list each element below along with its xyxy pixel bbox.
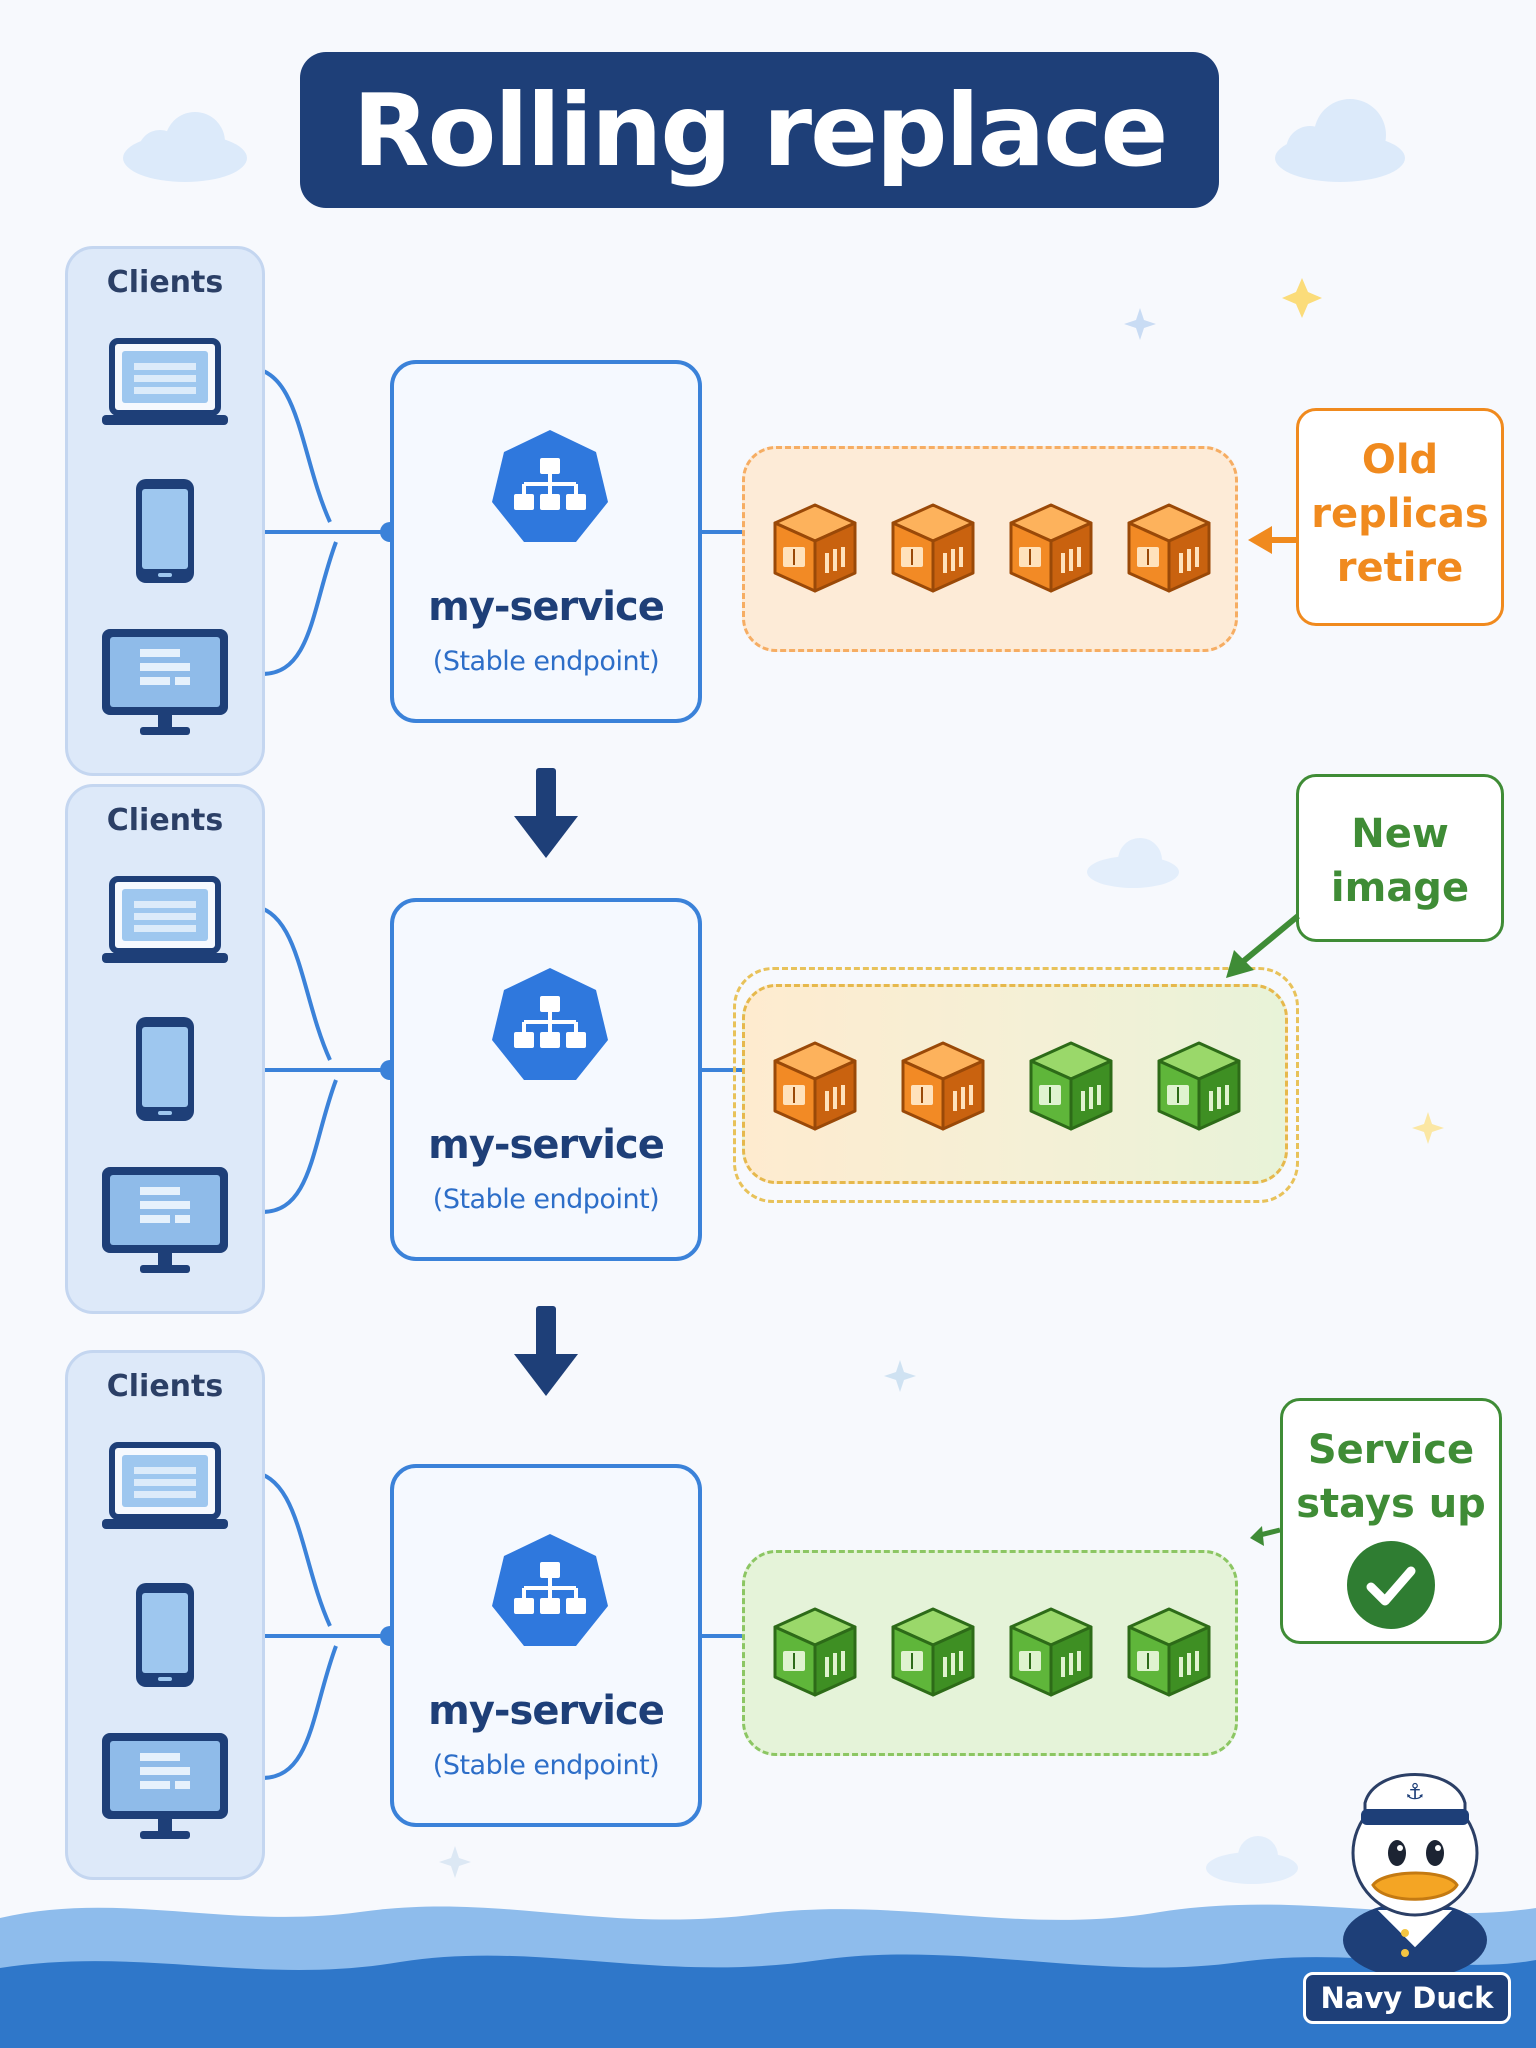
kubernetes-service-icon bbox=[492, 1534, 608, 1646]
replica-pod-new-icon bbox=[1127, 1607, 1211, 1697]
down-arrow-icon bbox=[514, 768, 578, 858]
service-subtitle: (Stable endpoint) bbox=[432, 1184, 660, 1215]
service-name: my-service bbox=[428, 1688, 665, 1734]
callout-line: retire bbox=[1336, 545, 1464, 591]
laptop-icon bbox=[102, 338, 228, 425]
client-link bbox=[261, 1645, 338, 1780]
desktop-icon bbox=[102, 1167, 228, 1273]
service-subtitle: (Stable endpoint) bbox=[432, 1750, 660, 1781]
replica-pod-old-icon bbox=[1009, 503, 1093, 593]
replica-pod-new-icon bbox=[1009, 1607, 1093, 1697]
service-box: my-service (Stable endpoint) bbox=[390, 1464, 702, 1827]
clients-label: Clients bbox=[106, 1369, 224, 1404]
brand-tag: Navy Duck bbox=[1303, 1972, 1511, 2024]
service-name: my-service bbox=[428, 584, 665, 630]
clients-panel: Clients bbox=[65, 784, 265, 1314]
replica-pod-new-icon bbox=[773, 1607, 857, 1697]
service-subtitle: (Stable endpoint) bbox=[432, 646, 660, 677]
replica-pod-new-icon bbox=[891, 1607, 975, 1697]
client-link bbox=[261, 541, 338, 676]
phone-icon bbox=[136, 1017, 194, 1121]
callout-line: Service bbox=[1307, 1427, 1475, 1473]
callout-line: stays up bbox=[1296, 1481, 1486, 1527]
duck-mascot-icon: ⚓ bbox=[1343, 1773, 1487, 1975]
page-title: Rolling replace bbox=[352, 71, 1169, 189]
replica-pod-old-icon bbox=[901, 1041, 985, 1131]
cloud-icon bbox=[1087, 838, 1179, 888]
callout-line: Old bbox=[1361, 437, 1439, 483]
laptop-icon bbox=[102, 876, 228, 963]
cloud-icon bbox=[1206, 1836, 1298, 1884]
replica-group bbox=[733, 967, 1299, 1203]
svg-text:⚓: ⚓ bbox=[1405, 1780, 1425, 1805]
replica-group bbox=[742, 1550, 1238, 1756]
sparkle-icon bbox=[884, 1360, 916, 1392]
desktop-icon bbox=[102, 1733, 228, 1839]
kubernetes-service-icon bbox=[492, 968, 608, 1080]
callout-note: Old replicas retire bbox=[1296, 408, 1504, 626]
clients-label: Clients bbox=[106, 803, 224, 838]
callout-line: image bbox=[1330, 865, 1470, 911]
laptop-icon bbox=[102, 1442, 228, 1529]
rollout-outline bbox=[733, 967, 1299, 1203]
phone-icon bbox=[136, 1583, 194, 1687]
clients-panel: Clients bbox=[65, 1350, 265, 1880]
checkmark-icon bbox=[1347, 1541, 1435, 1629]
cloud-icon bbox=[1275, 99, 1405, 182]
client-link bbox=[261, 1079, 338, 1214]
service-box: my-service (Stable endpoint) bbox=[390, 360, 702, 723]
callout-note: New image bbox=[1296, 774, 1504, 942]
desktop-icon bbox=[102, 629, 228, 735]
sparkle-icon bbox=[439, 1846, 471, 1878]
wave-front bbox=[0, 1954, 1536, 2048]
replica-pod-old-icon bbox=[891, 503, 975, 593]
cloud-icon bbox=[123, 112, 247, 182]
replica-group bbox=[742, 446, 1238, 652]
callout-line: replicas bbox=[1311, 491, 1489, 537]
service-box: my-service (Stable endpoint) bbox=[390, 898, 702, 1261]
clients-label: Clients bbox=[106, 265, 224, 300]
replica-pod-new-icon bbox=[1029, 1041, 1113, 1131]
replica-pod-new-icon bbox=[1157, 1041, 1241, 1131]
phone-icon bbox=[136, 479, 194, 583]
replica-pod-old-icon bbox=[773, 503, 857, 593]
callout-note: Service stays up bbox=[1280, 1398, 1502, 1644]
sparkle-icon bbox=[1412, 1112, 1444, 1144]
kubernetes-service-icon bbox=[492, 430, 608, 542]
title-banner: Rolling replace bbox=[300, 52, 1219, 208]
callout-line: New bbox=[1351, 811, 1449, 857]
sparkle-icon bbox=[1124, 308, 1156, 340]
down-arrow-icon bbox=[514, 1306, 578, 1396]
replica-pod-old-icon bbox=[1127, 503, 1211, 593]
replica-pod-old-icon bbox=[773, 1041, 857, 1131]
clients-panel: Clients bbox=[65, 246, 265, 776]
service-name: my-service bbox=[428, 1122, 665, 1168]
sparkle-icon bbox=[1282, 278, 1322, 318]
